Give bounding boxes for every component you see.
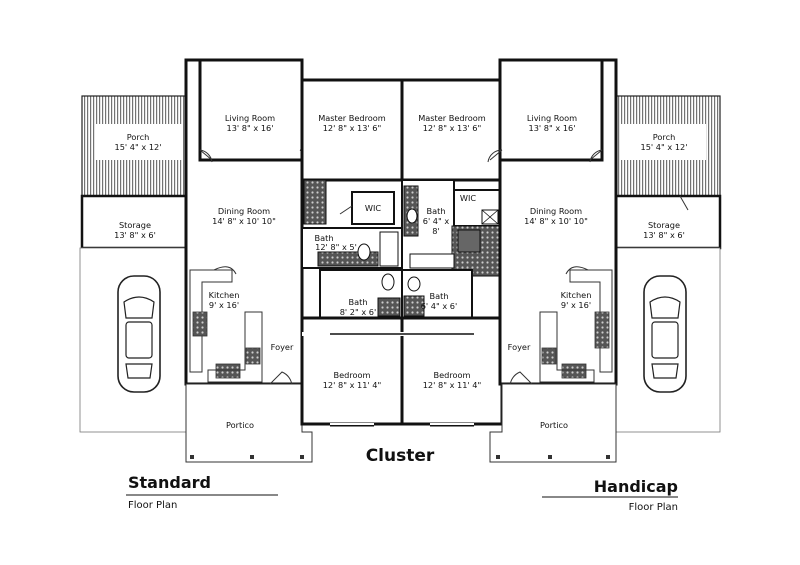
right-kitchen-name: Kitchen — [561, 290, 592, 300]
right-dining-room-name: Dining Room — [530, 206, 582, 216]
left-car-icon — [117, 275, 161, 393]
right-bath-1-dims-line2: 8' — [432, 226, 439, 236]
handicap-subtitle: Floor Plan — [629, 502, 678, 513]
right-bedroom-dims: 12' 8" x 11' 4" — [423, 380, 482, 390]
left-foyer-name: Foyer — [271, 342, 294, 352]
left-storage-name: Storage — [119, 220, 151, 230]
right-porch-name: Porch — [653, 132, 676, 142]
left-bedroom-name: Bedroom — [333, 370, 370, 380]
left-master-bedroom-dims: 12' 8" x 13' 6" — [323, 123, 382, 133]
left-dining-room-dims: 14' 8" x 10' 10" — [212, 216, 276, 226]
right-master-bedroom — [400, 78, 504, 182]
right-living-room-name: Living Room — [527, 113, 577, 123]
right-bath-1-name: Bath — [426, 206, 445, 216]
left-kitchen-name: Kitchen — [209, 290, 240, 300]
right-living-room-dims: 13' 8" x 16' — [529, 123, 576, 133]
left-wic-name: WIC — [365, 203, 382, 213]
right-master-bedroom-name: Master Bedroom — [418, 113, 486, 123]
left-master-bedroom-name: Master Bedroom — [318, 113, 386, 123]
left-bath-1-name: Bath — [314, 233, 333, 243]
left-kitchen-dims: 9' x 16' — [209, 300, 239, 310]
left-porch-dims: 15' 4" x 12' — [115, 142, 162, 152]
right-dining-room-dims: 14' 8" x 10' 10" — [524, 216, 588, 226]
right-kitchen-dims: 9' x 16' — [561, 300, 591, 310]
left-living-room-dims: 13' 8" x 16' — [227, 123, 274, 133]
right-bath-2-dims: 6' 4" x 6' — [421, 301, 458, 311]
left-portico-name: Portico — [226, 420, 254, 430]
center-title: Cluster — [366, 446, 435, 466]
left-dining-room-name: Dining Room — [218, 206, 270, 216]
left-bath-2-dims: 8' 2" x 6' — [340, 307, 377, 317]
left-living-room-name: Living Room — [225, 113, 275, 123]
right-portico-name: Portico — [540, 420, 568, 430]
right-bath-2-name: Bath — [429, 291, 448, 301]
right-porch-dims: 15' 4" x 12' — [641, 142, 688, 152]
right-bedroom-name: Bedroom — [433, 370, 470, 380]
left-bedroom-dims: 12' 8" x 11' 4" — [323, 380, 382, 390]
right-bath-1-dims-line1: 6' 4" x — [423, 216, 450, 226]
left-bath-1-dims: 12' 8" x 5' — [315, 242, 357, 252]
right-storage-dims: 13' 8" x 6' — [643, 230, 685, 240]
right-foyer-name: Foyer — [508, 342, 531, 352]
left-porch-name: Porch — [127, 132, 150, 142]
right-wic-name: WIC — [460, 193, 477, 203]
standard-subtitle: Floor Plan — [128, 500, 177, 511]
left-storage — [80, 194, 188, 250]
right-car-icon — [643, 275, 687, 393]
right-master-bedroom-dims: 12' 8" x 13' 6" — [423, 123, 482, 133]
standard-unit-plan — [79, 58, 315, 463]
left-bath-2-name: Bath — [348, 297, 367, 307]
handicap-title: Handicap — [594, 477, 678, 496]
left-storage-dims: 13' 8" x 6' — [114, 230, 156, 240]
right-storage-name: Storage — [648, 220, 680, 230]
handicap-unit-plan — [487, 58, 722, 463]
standard-title: Standard — [128, 473, 211, 492]
left-master-bedroom — [300, 78, 404, 182]
